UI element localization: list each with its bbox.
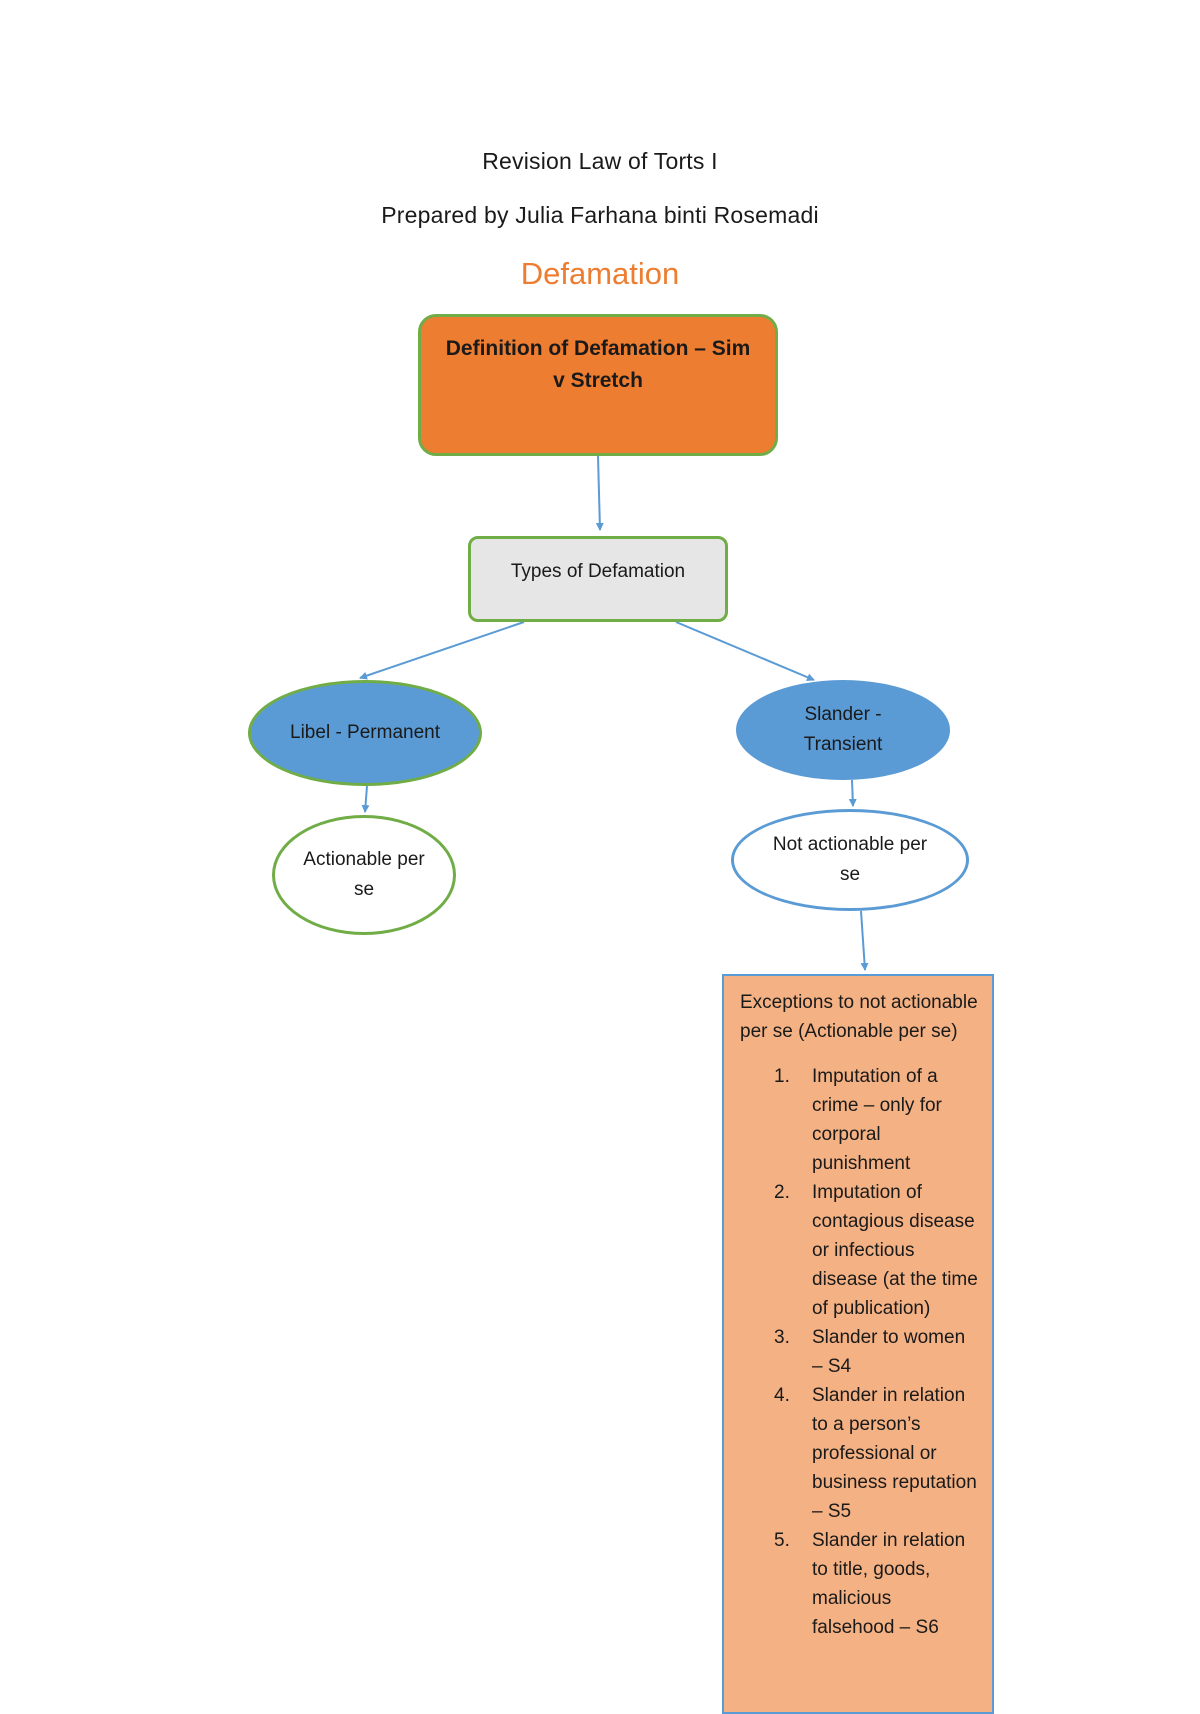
exception-text: Imputation of a crime – only for corpora… xyxy=(812,1066,942,1174)
exception-number: 1. xyxy=(774,1066,790,1087)
exception-item: 5. Slander in relation to title, goods, … xyxy=(740,1526,978,1642)
exception-number: 5. xyxy=(774,1530,790,1551)
libel-label: Libel - Permanent xyxy=(290,722,440,743)
not-actionable-label: Not actionable per se xyxy=(772,834,928,885)
author-line: Prepared by Julia Farhana binti Rosemadi xyxy=(381,202,819,228)
types-label: Types of Defamation xyxy=(510,561,686,582)
exceptions-heading: Exceptions to not actionable per se (Act… xyxy=(740,992,978,1042)
connector-types-to-slander xyxy=(675,621,815,681)
exception-number: 2. xyxy=(774,1182,790,1203)
connector-slander-to-not-actionable xyxy=(848,779,857,807)
exceptions-list: 1. Imputation of a crime – only for corp… xyxy=(740,1062,978,1642)
types-node: Types of Defamation xyxy=(468,536,728,622)
exception-text: Slander to women – S4 xyxy=(812,1327,966,1377)
exception-item: 4. Slander in relation to a person’s pro… xyxy=(740,1381,978,1526)
exception-number: 4. xyxy=(774,1385,790,1406)
slander-label: Slander - Transient xyxy=(803,704,883,755)
libel-node: Libel - Permanent xyxy=(248,680,482,786)
not-actionable-node: Not actionable per se xyxy=(731,809,969,911)
connector-libel-to-actionable xyxy=(361,785,370,813)
exception-text: Slander in relation to title, goods, mal… xyxy=(812,1530,966,1638)
definition-node: Definition of Defamation – Sim v Stretch xyxy=(418,314,778,456)
connector-definition-to-types xyxy=(595,455,604,531)
exception-item: 2. Imputation of contagious disease or i… xyxy=(740,1178,978,1323)
exception-item: 3. Slander to women – S4 xyxy=(740,1323,978,1381)
exceptions-node: Exceptions to not actionable per se (Act… xyxy=(722,974,994,1714)
exception-item: 1. Imputation of a crime – only for corp… xyxy=(740,1062,978,1178)
diagram-title: Defamation xyxy=(520,256,680,291)
exception-text: Slander in relation to a person’s profes… xyxy=(812,1385,977,1522)
connector-types-to-libel xyxy=(359,621,525,680)
document-title: Revision Law of Torts I xyxy=(482,148,718,174)
actionable-node: Actionable per se xyxy=(272,815,456,935)
exception-text: Imputation of contagious disease or infe… xyxy=(812,1182,978,1319)
slander-node: Slander - Transient xyxy=(736,680,950,780)
connector-not-actionable-to-exceptions xyxy=(860,910,869,971)
actionable-label: Actionable per se xyxy=(303,849,425,900)
exception-number: 3. xyxy=(774,1327,790,1348)
definition-label: Definition of Defamation – Sim v Stretch xyxy=(445,337,751,392)
